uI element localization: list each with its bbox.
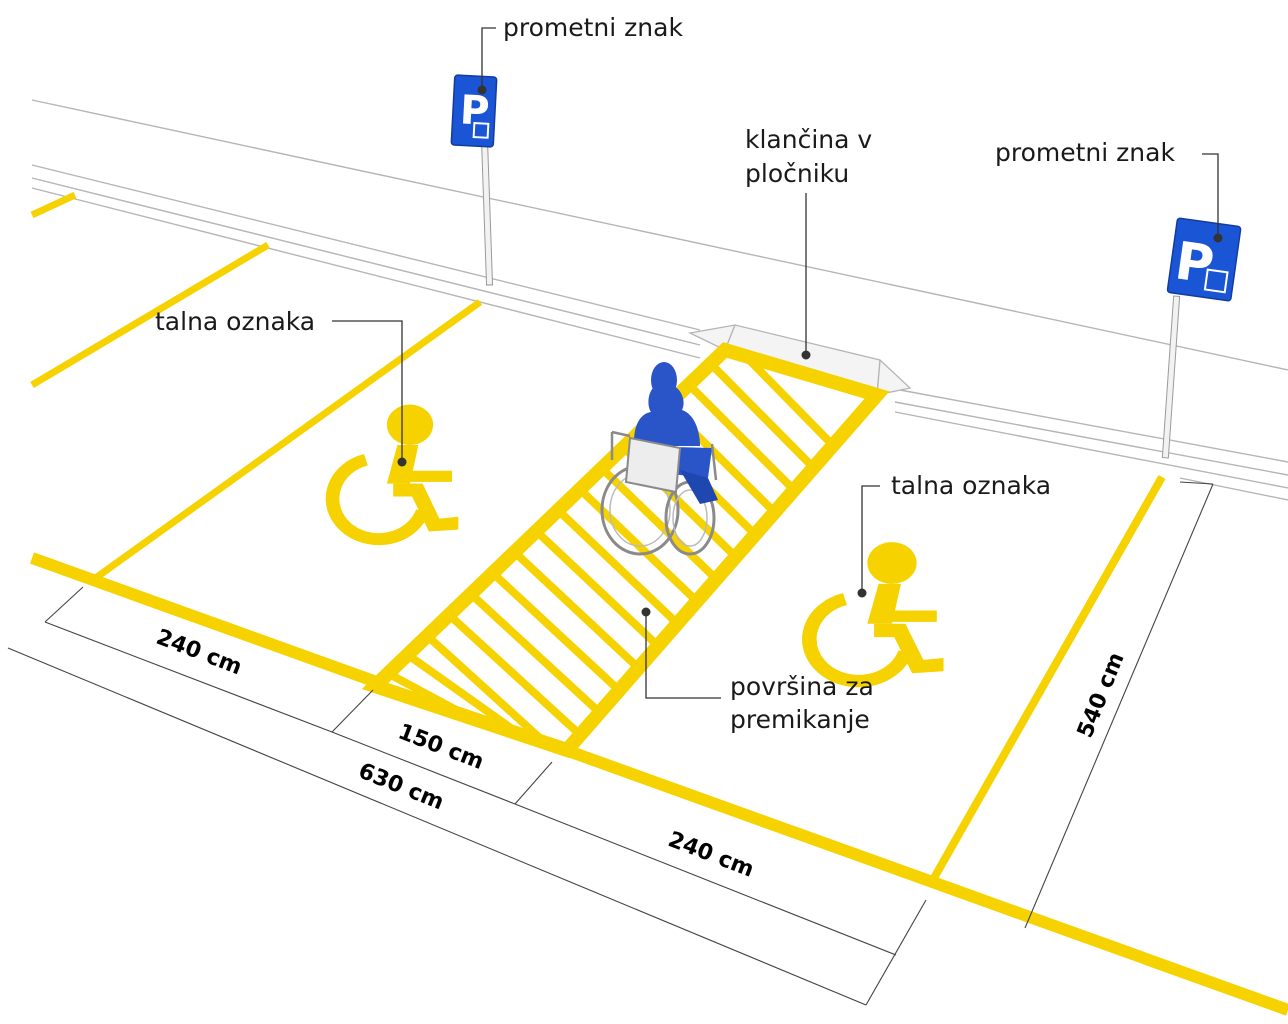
callout-leaders [332,27,1223,699]
aisle-label-line1: površina za [730,672,874,701]
dim-bay-length: 540 cm [1073,649,1130,741]
dimension-lines [7,481,1214,1006]
aisle-label-line2: premikanje [730,705,870,734]
dim-right-bay: 240 cm [665,827,758,882]
dim-aisle: 150 cm [395,720,488,775]
hatch-stripe [471,553,640,710]
parking-sign-right: P [1161,217,1242,459]
ramp-label-line2: pločniku [745,159,849,188]
callout-dot-icon [857,588,867,598]
callout-dot-icon [641,607,651,617]
callout-labels: prometni znak prometni znak klančina v p… [155,13,1175,734]
sidewalk-curb [31,99,1288,501]
sign-label-left: prometni znak [503,13,683,42]
sign-label-right: prometni znak [995,138,1175,167]
ramp-label-line1: klančina v [745,125,872,154]
dim-total: 630 cm [355,759,447,816]
hatch-stripe [537,490,698,643]
wheelchair-symbol-icon [809,542,943,681]
hatch-stripe [375,657,579,750]
hatch-stripe [668,364,814,510]
callout-dot-icon [801,350,811,360]
callout-dot-icon [477,85,487,95]
callout-dot-icon [1213,233,1223,243]
hatch-stripe [449,574,621,732]
hatch-stripe [493,532,659,688]
hatch-stripe [559,469,717,621]
hatch-stripe [515,511,679,666]
floor-mark-label-left: talna oznaka [155,307,315,336]
hatch-stripe [712,350,853,466]
parking-sign-left: P [450,74,498,286]
parking-markings [29,191,1288,1016]
hatch-stripe [384,636,580,750]
floor-mark-label-right: talna oznaka [891,471,1051,500]
hatch-stripe [427,595,601,750]
callout-dot-icon [397,457,407,467]
wheelchair-user-icon [600,362,718,556]
wheelchair-symbol-icon [333,405,459,540]
hatch-stripe [690,350,834,488]
hatch-stripe [580,448,737,599]
